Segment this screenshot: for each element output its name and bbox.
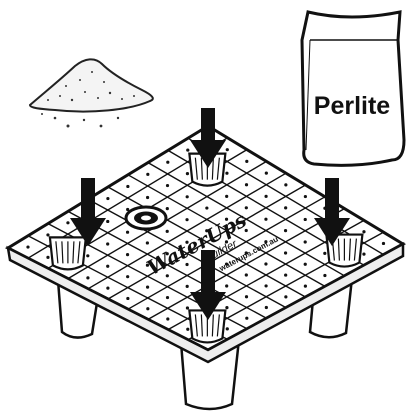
tray-hole <box>186 172 189 175</box>
tray-hole <box>106 242 109 245</box>
tray-hole <box>284 273 287 276</box>
tray-hole <box>264 284 267 287</box>
tray-hole <box>362 230 365 233</box>
tray-hole <box>126 275 129 278</box>
tray-hole <box>284 229 287 232</box>
tray-hole <box>86 276 89 279</box>
tray-hole <box>284 295 287 298</box>
perlite-pile <box>30 59 153 127</box>
tray-hole <box>86 254 89 257</box>
tray-hole <box>264 218 267 221</box>
tray-hole <box>304 285 307 288</box>
tray-hole <box>166 317 169 320</box>
tray-hole <box>46 233 49 236</box>
tray-hole <box>146 173 149 176</box>
tray-hole <box>284 183 287 186</box>
tray-hole <box>146 286 149 289</box>
tray-hole <box>146 241 149 244</box>
tray-hole <box>304 263 307 266</box>
tray-hole <box>284 206 287 209</box>
tray-hole <box>226 148 229 151</box>
tray-hole <box>382 242 385 245</box>
tray-hole <box>126 297 129 300</box>
tray-hole <box>166 184 169 187</box>
tray-hole <box>284 251 287 254</box>
tray-hole <box>66 221 69 224</box>
tray-hole <box>304 240 307 243</box>
tray-hole <box>166 161 169 164</box>
tray-hole <box>106 197 109 200</box>
tray-hole <box>245 273 248 276</box>
tray-hole <box>205 206 208 209</box>
tray-hole <box>106 287 109 290</box>
tray-hole <box>265 306 268 309</box>
perlite-bag-label: Perlite <box>314 92 391 120</box>
tray-hole <box>245 160 248 163</box>
tray-hole <box>304 218 307 221</box>
tray-hole <box>166 230 169 233</box>
tray-hole <box>146 307 149 310</box>
tray-hole <box>225 306 228 309</box>
tray-hole <box>226 327 229 330</box>
tray-hole <box>166 207 169 210</box>
tray-hole <box>245 295 248 298</box>
tray-hole <box>166 274 169 277</box>
tray-hole <box>26 245 29 248</box>
tray-hole <box>323 252 326 255</box>
tray-hole <box>245 317 248 320</box>
tray-hole <box>106 265 109 268</box>
tray-hole <box>186 306 189 309</box>
tray-hole <box>225 284 228 287</box>
tray-hole <box>106 220 109 223</box>
tray-hole <box>362 253 365 256</box>
tray-hole <box>186 148 189 151</box>
tray-hole <box>126 185 129 188</box>
filler-inlet <box>126 207 166 229</box>
tray-hole <box>185 263 188 266</box>
tray-hole <box>225 195 228 198</box>
tray-hole <box>245 183 248 186</box>
tray-hole <box>126 231 129 234</box>
tray-hole <box>146 196 149 199</box>
tray-hole <box>304 195 307 198</box>
tray-hole <box>186 328 189 331</box>
tray-hole <box>46 256 49 259</box>
tray-hole <box>225 172 228 175</box>
tray-hole <box>264 262 267 265</box>
tray-hole <box>185 218 188 221</box>
tray-hole <box>245 206 248 209</box>
tray-hole <box>323 274 326 277</box>
perlite-bag: Perlite <box>302 12 404 165</box>
pot-left <box>50 237 86 269</box>
tray-hole <box>186 195 189 198</box>
tray-hole <box>186 285 189 288</box>
tray-hole <box>264 195 267 198</box>
tray-hole <box>166 296 169 299</box>
tray-hole <box>265 172 268 175</box>
tray-hole <box>126 253 129 256</box>
